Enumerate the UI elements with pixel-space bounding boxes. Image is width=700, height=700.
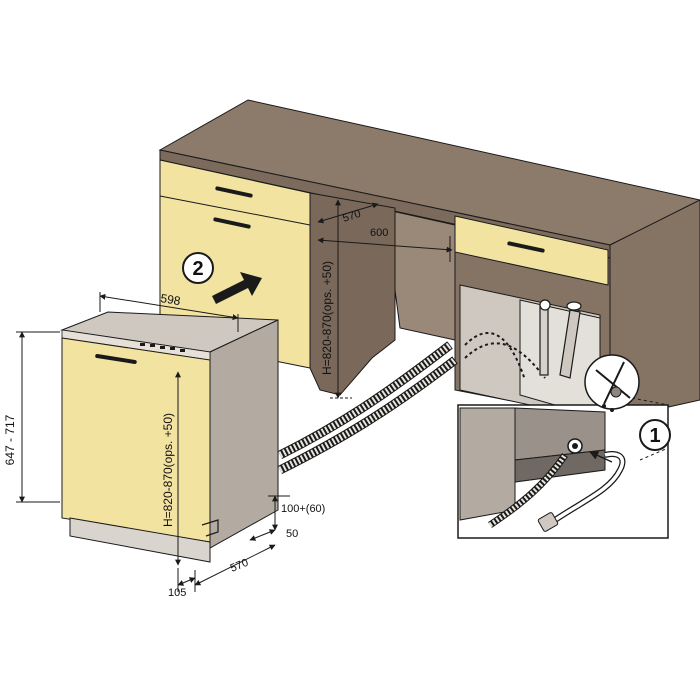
dimension-lines [16,199,453,592]
drain-hose-lower-inner [278,357,458,474]
adjustable-foot [201,519,219,537]
drawer-handle-bottom [213,217,251,229]
inset-dishwasher-side [459,407,516,521]
right-drawer [454,215,609,286]
hose-route-dotted [464,332,546,381]
dim-dishwasher-width: 598 [160,291,182,308]
magnifier-bubble [584,354,669,461]
dim-front-offset: 105 [168,587,186,599]
dishwasher-side [209,319,279,549]
step-two-marker: 2 [182,252,262,304]
step-one-marker: 1 [639,419,671,451]
dim-plinth-height: 100+(60) [281,503,325,515]
dim-niche-height: H=820-870(ops. +50) [320,261,334,375]
control-buttons [140,343,185,352]
inset-detail [457,404,669,539]
drain-pipe [559,309,581,379]
right-drawer-handle [507,241,545,253]
dim-niche-width: 600 [370,227,388,239]
inset-connect-arrow [589,451,613,463]
sink-pipes [539,299,582,379]
dishwasher-door [61,337,211,543]
drawer-handle-top [215,186,253,198]
valve-head [539,299,551,311]
dim-plinth-depth: 50 [286,528,298,540]
door-handle [95,354,137,364]
step-one-label: 1 [649,425,660,447]
valve-pipe [539,304,549,376]
drawer-divider [159,195,311,226]
step-two-label: 2 [192,258,203,280]
inlet-hose-upper-inner [278,342,453,459]
dim-dishwasher-niche-height: H=820-870(ops. +50) [161,413,175,527]
floor-hoses [277,341,458,475]
dim-niche-depth: 570 [341,208,362,225]
push-arrow [212,272,262,304]
dishwasher [60,311,279,563]
dim-dishwasher-height: 647 - 717 [3,414,17,465]
drain-pipe-top [566,301,582,311]
inset-hose-fitting [537,512,559,532]
